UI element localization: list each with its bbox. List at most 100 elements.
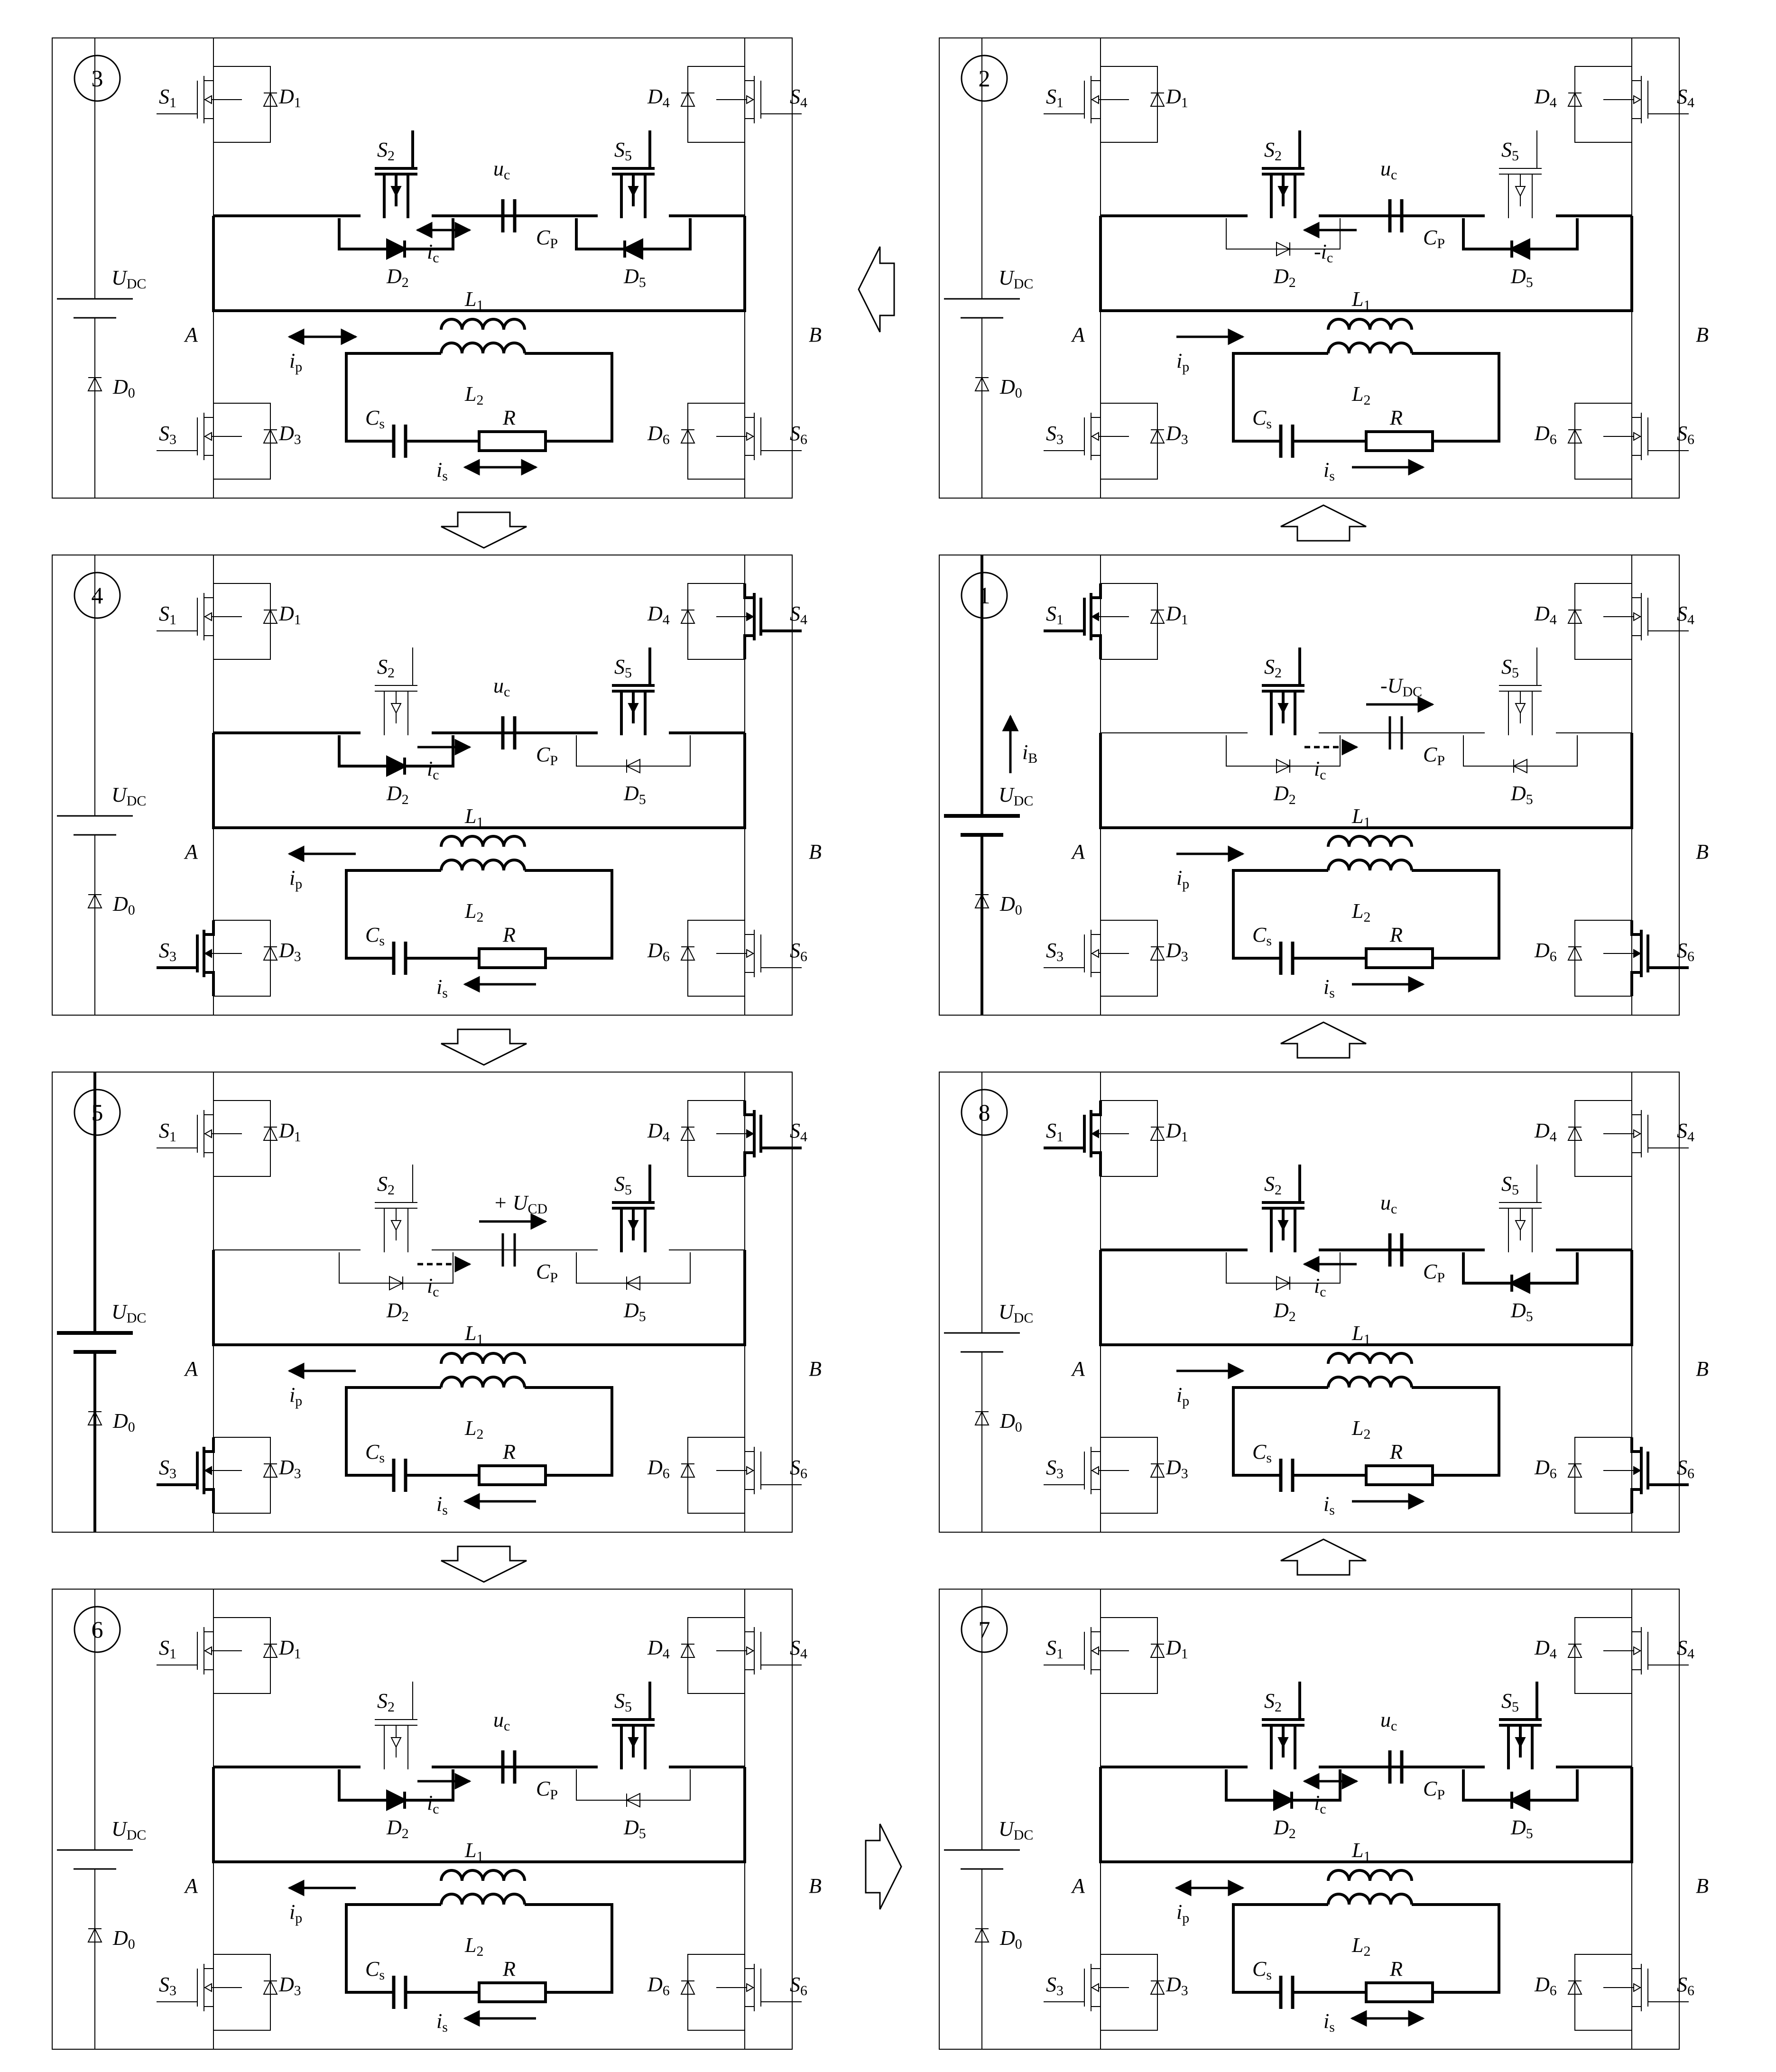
main-loop (1099, 216, 1633, 312)
node-a-label: A (184, 840, 198, 863)
label-r: R (1389, 923, 1403, 946)
label-s6: S6 (790, 1973, 807, 1998)
diode (1150, 1126, 1165, 1141)
diode (625, 1276, 640, 1291)
l2-winding (440, 1893, 526, 1905)
ip-label: ip (289, 1383, 302, 1409)
label-s1: S1 (1046, 1119, 1064, 1145)
node-b-label: B (809, 1357, 822, 1380)
main-loop (1099, 733, 1633, 829)
label-s2: S2 (1264, 1172, 1282, 1198)
arrow-6-to-7 (865, 1823, 902, 1910)
udc-label: UDC (999, 783, 1033, 809)
label-d3: D3 (1166, 1973, 1188, 1998)
diode (386, 755, 408, 777)
label-d5: D5 (1510, 782, 1533, 807)
d0-diode (87, 893, 102, 908)
diode (1273, 1789, 1295, 1811)
node-a-label: A (1071, 840, 1085, 863)
label-d6: D6 (647, 1456, 670, 1481)
label-s1: S1 (159, 602, 176, 628)
resistor-r (478, 1981, 547, 2003)
label-d3: D3 (278, 1973, 301, 1998)
ic-label: ic (1314, 1274, 1326, 1300)
label-d3: D3 (278, 1456, 301, 1481)
diode (386, 238, 408, 260)
diode (263, 1643, 278, 1658)
uc-label: uc (493, 157, 510, 183)
resistor-r (478, 947, 547, 969)
l1-winding (440, 1352, 526, 1364)
l2-winding (1327, 859, 1413, 871)
d0-diode (87, 1927, 102, 1942)
mode-number: 2 (979, 65, 990, 92)
label-d4: D4 (1534, 1636, 1557, 1662)
is-label: is (436, 458, 448, 484)
label-l2: L2 (1351, 382, 1370, 408)
arrow-7-to-8 (1280, 1538, 1367, 1576)
resistor-r (1365, 1464, 1434, 1486)
arrow-4-to-5 (441, 1028, 527, 1066)
node-b-label: B (1696, 1874, 1709, 1897)
label-r: R (1389, 1957, 1403, 1980)
mode-number: 7 (979, 1616, 990, 1643)
d0-diode (974, 376, 990, 391)
mode-circle (961, 572, 1008, 619)
label-r: R (1389, 1440, 1403, 1463)
label-s3: S3 (159, 422, 176, 447)
diode (263, 1126, 278, 1141)
udc-label: UDC (111, 1817, 146, 1843)
label-d2: D2 (1273, 1299, 1296, 1324)
mode-circle (74, 1089, 121, 1136)
resistor-r (1365, 430, 1434, 452)
label-d1: D1 (278, 1119, 301, 1145)
label-d5: D5 (623, 265, 646, 290)
node-b-label: B (809, 1874, 822, 1897)
label-s6: S6 (790, 422, 807, 447)
ic-label: ic (427, 1791, 439, 1817)
uc-label: uc (493, 1708, 510, 1734)
l2-winding (440, 1376, 526, 1388)
d0-diode (974, 893, 990, 908)
label-d3: D3 (1166, 939, 1188, 964)
diode (1276, 241, 1291, 257)
ic-label: ic (427, 240, 439, 266)
ic-label: -ic (1314, 240, 1333, 266)
arrow-5-to-6 (441, 1545, 527, 1583)
label-s2: S2 (1264, 138, 1282, 164)
label-s5: S5 (1501, 1689, 1519, 1715)
label-d6: D6 (1534, 422, 1557, 447)
node-b-label: B (1696, 840, 1709, 863)
label-cs: Cs (365, 1440, 385, 1466)
label-s3: S3 (1046, 1456, 1064, 1481)
label-l2: L2 (1351, 1416, 1370, 1442)
diode (680, 428, 695, 444)
l1-winding (440, 318, 526, 330)
label-l2: L2 (464, 382, 483, 408)
diode (1512, 758, 1527, 774)
label-d6: D6 (1534, 1456, 1557, 1481)
ip-label: ip (1176, 1900, 1189, 1926)
mode-circle (74, 1606, 121, 1653)
is-label: is (1323, 2009, 1335, 2035)
diode (263, 1462, 278, 1478)
label-l1: L1 (1351, 287, 1370, 313)
diode (1150, 428, 1165, 444)
label-cp: CP (536, 226, 558, 251)
label-l2: L2 (464, 899, 483, 925)
